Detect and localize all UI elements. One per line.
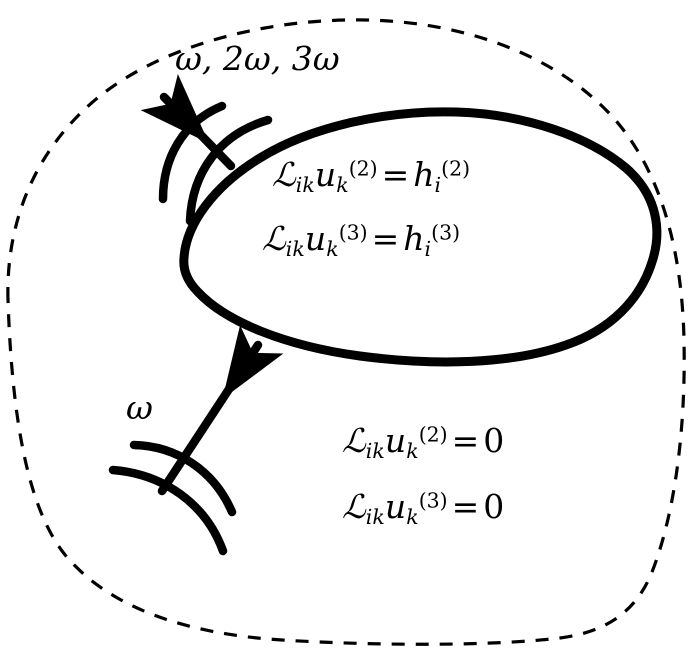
- operator-subscript: ik: [365, 439, 385, 464]
- exterior-domain-boundary: [6, 18, 686, 646]
- rhs-superscript: (2): [441, 156, 471, 181]
- incident-wavefront-arc-outer: [108, 465, 228, 556]
- incident-frequency-label: ω: [126, 388, 153, 427]
- relation-symbol: =: [451, 487, 480, 526]
- rhs-symbol: h: [413, 155, 435, 194]
- incident-wave-group: [108, 325, 284, 556]
- operator-subscript: ik: [295, 173, 315, 198]
- scattered-wavefront-arc-outer: [185, 115, 273, 226]
- exterior-equation-2: ℒikuk(2)=0: [342, 424, 504, 462]
- operator-symbol-L: ℒ: [262, 219, 286, 258]
- incident-wave-arrow-shaft: [157, 325, 284, 496]
- rhs-symbol: 0: [483, 421, 505, 460]
- operator-subscript: ik: [365, 505, 385, 530]
- field-superscript: (2): [418, 422, 448, 447]
- field-symbol: u: [314, 155, 337, 194]
- inclusion-equation-2: ℒikuk(2)=hi(2): [272, 158, 470, 196]
- rhs-superscript: (3): [431, 220, 461, 245]
- exterior-equation-3: ℒikuk(3)=0: [342, 490, 504, 528]
- field-subscript: k: [406, 439, 419, 464]
- field-symbol: u: [384, 487, 407, 526]
- field-symbol: u: [304, 219, 327, 258]
- incident-wavefront-arc-inner: [129, 440, 237, 517]
- field-superscript: (3): [418, 488, 448, 513]
- field-subscript: k: [406, 505, 419, 530]
- field-subscript: k: [326, 237, 339, 262]
- scattered-frequencies-label: ω, 2ω, 3ω: [175, 39, 340, 78]
- field-symbol: u: [384, 421, 407, 460]
- scattered-wave-arrow-shaft: [140, 74, 236, 171]
- relation-symbol: =: [371, 219, 400, 258]
- relation-symbol: =: [381, 155, 410, 194]
- operator-symbol-L: ℒ: [342, 421, 366, 460]
- scattered-wave-group: [140, 74, 273, 226]
- rhs-subscript: i: [434, 173, 442, 198]
- rhs-symbol: h: [403, 219, 425, 258]
- operator-subscript: ik: [285, 237, 305, 262]
- operator-symbol-L: ℒ: [272, 155, 296, 194]
- inclusion-equation-3: ℒikuk(3)=hi(3): [262, 222, 460, 260]
- rhs-symbol: 0: [483, 487, 505, 526]
- rhs-subscript: i: [424, 237, 432, 262]
- relation-symbol: =: [451, 421, 480, 460]
- field-superscript: (3): [338, 220, 368, 245]
- field-superscript: (2): [348, 156, 378, 181]
- field-subscript: k: [336, 173, 349, 198]
- operator-symbol-L: ℒ: [342, 487, 366, 526]
